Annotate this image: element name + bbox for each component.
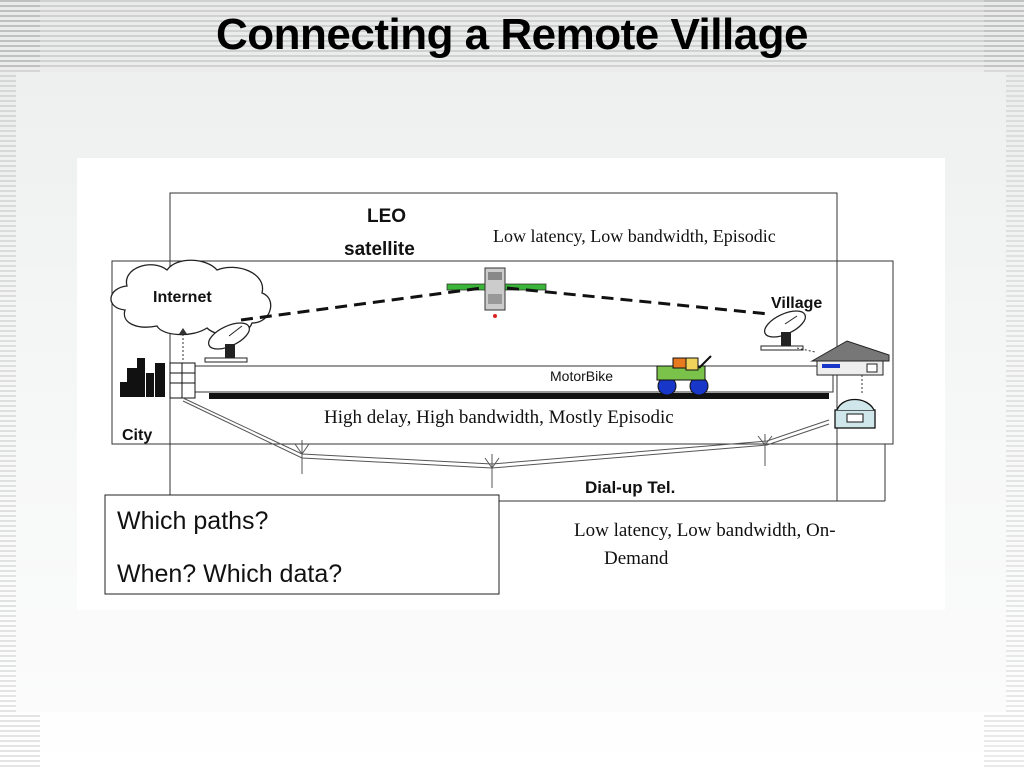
uplink-arrow-icon bbox=[179, 328, 187, 334]
village-label: Village bbox=[771, 295, 822, 312]
slide-title: Connecting a Remote Village bbox=[215, 10, 809, 59]
dialup-path-annotation-line1: Low latency, Low bandwidth, On- bbox=[574, 520, 836, 541]
internet-label: Internet bbox=[153, 289, 212, 306]
leo-satellite-icon bbox=[446, 267, 547, 318]
question-line-1: Which paths? bbox=[117, 507, 268, 535]
dialup-label: Dial-up Tel. bbox=[585, 478, 675, 497]
city-dish-icon bbox=[204, 322, 251, 363]
question-line-2: When? Which data? bbox=[117, 560, 342, 588]
diagram-canvas: Internet City bbox=[104, 192, 894, 595]
leo-label-line2: satellite bbox=[344, 239, 415, 260]
village-house-icon bbox=[810, 340, 890, 376]
motorbike-icon bbox=[656, 355, 712, 396]
internet-cloud-icon bbox=[110, 259, 272, 336]
village-dish-icon bbox=[760, 310, 807, 351]
telephone-icon bbox=[834, 398, 876, 429]
dialup-path-annotation-line2: Demand bbox=[604, 548, 669, 569]
top-stripe-band bbox=[0, 0, 1024, 70]
dish-house-link bbox=[796, 347, 816, 353]
leo-label-line1: LEO bbox=[367, 206, 406, 227]
motorbike-path-annotation: High delay, High bandwidth, Mostly Episo… bbox=[324, 407, 674, 428]
dialup-phone-line bbox=[182, 397, 830, 488]
motorbike-label: MotorBike bbox=[550, 368, 613, 384]
city-label: City bbox=[122, 427, 152, 444]
questions-box bbox=[104, 494, 500, 595]
satellite-path-annotation: Low latency, Low bandwidth, Episodic bbox=[493, 226, 776, 246]
road bbox=[209, 393, 829, 399]
satellite-village-link bbox=[506, 286, 770, 316]
city-satellite-link bbox=[240, 286, 483, 322]
city-village-region-frame bbox=[111, 260, 894, 445]
motorbike-lane-frame bbox=[192, 365, 834, 393]
city-buildings-icon bbox=[120, 358, 196, 399]
network-diagram: Internet City bbox=[77, 158, 945, 610]
